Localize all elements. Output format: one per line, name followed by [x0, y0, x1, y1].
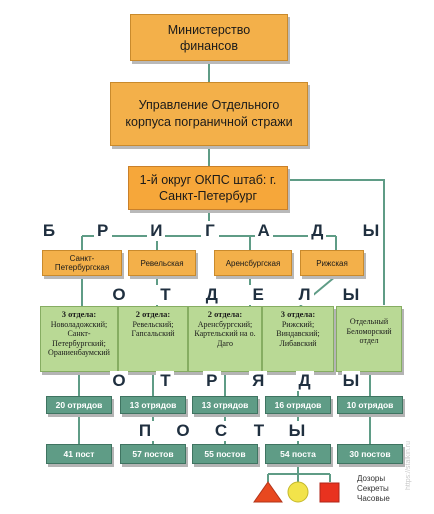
detachments-letter: О: [110, 371, 128, 391]
district-box: 1-й округ ОКПС штаб: г. Санкт-Петербург: [128, 166, 288, 210]
department-text: Новоладожский; Санкт-Петербургский; Оран…: [48, 319, 110, 358]
detachment-label: 10 отрядов: [346, 400, 394, 410]
posts-separator: П О С Т Ы: [136, 421, 306, 441]
department-head: 2 отдела:: [207, 309, 243, 319]
department-head: 2 отдела:: [135, 309, 171, 319]
ministry-box: Министерство финансов: [130, 14, 288, 61]
brigade-box: Санкт-Петербургская: [42, 250, 122, 276]
ministry-label: Министерство финансов: [167, 22, 251, 53]
brigade-box: Аренсбургская: [214, 250, 292, 276]
departments-letter: Е: [249, 285, 268, 305]
detachment-box: 10 отрядов: [337, 396, 403, 414]
brigades-letter: Р: [93, 221, 112, 241]
detachment-label: 16 отрядов: [274, 400, 322, 410]
posts-letter: Ы: [288, 421, 306, 441]
brigade-label: Аренсбургская: [225, 258, 281, 268]
triangle-icon: [253, 481, 283, 503]
department-box: 2 отдела: Аренсбургский; Картельский на …: [188, 306, 262, 372]
detachment-box: 13 отрядов: [192, 396, 258, 414]
departments-letter: Т: [156, 285, 175, 305]
brigade-label: Санкт-Петербургская: [54, 254, 110, 272]
legend-item: Дозоры: [357, 474, 386, 483]
posts-letter: О: [174, 421, 192, 441]
detachment-label: 13 отрядов: [129, 400, 177, 410]
posts-letter: П: [136, 421, 154, 441]
directorate-label: Управление Отдельного корпуса погранично…: [125, 98, 293, 129]
brigades-letter: Д: [308, 221, 327, 241]
department-head: 3 отдела:: [61, 309, 97, 319]
brigade-label: Рижская: [316, 258, 348, 268]
detachment-box: 13 отрядов: [120, 396, 186, 414]
department-box: Отдельный Беломорский отдел: [336, 306, 402, 372]
watermark: https://stalkin.ru: [405, 440, 412, 490]
department-text: Отдельный Беломорский отдел: [346, 317, 392, 345]
posts-label: 54 поста: [280, 449, 316, 459]
detachments-letter: Т: [156, 371, 175, 391]
legend-shapes: [253, 481, 340, 503]
departments-separator: О Т Д Е Л Ы: [110, 285, 360, 305]
detachment-label: 13 отрядов: [201, 400, 249, 410]
detachments-separator: О Т Р Я Д Ы: [110, 371, 360, 391]
posts-box: 55 постов: [192, 444, 258, 464]
brigade-box: Ревельская: [128, 250, 196, 276]
brigades-letter: А: [254, 221, 273, 241]
detachments-letter: Р: [202, 371, 221, 391]
brigade-label: Ревельская: [140, 258, 184, 268]
detachments-letter: Д: [295, 371, 314, 391]
posts-label: 55 постов: [204, 449, 246, 459]
posts-letter: С: [212, 421, 230, 441]
department-text: Аренсбургский; Картельский на о. Даго: [194, 319, 256, 348]
posts-box: 41 пост: [46, 444, 112, 464]
posts-letter: Т: [250, 421, 268, 441]
posts-label: 41 пост: [63, 449, 95, 459]
brigades-separator: Б Р И Г А Д Ы: [40, 221, 380, 241]
legend-item: Секреты: [357, 484, 389, 493]
detachments-letter: Ы: [341, 371, 360, 391]
circle-icon: [287, 481, 309, 503]
departments-letter: Л: [295, 285, 314, 305]
departments-letter: О: [110, 285, 128, 305]
department-box: 3 отдела: Рижский; Виндавский; Либавский: [262, 306, 334, 372]
district-label: 1-й округ ОКПС штаб: г. Санкт-Петербург: [139, 173, 277, 203]
posts-box: 30 постов: [337, 444, 403, 464]
brigades-letter: Ы: [361, 221, 380, 241]
square-icon: [319, 482, 340, 503]
detachments-letter: Я: [249, 371, 268, 391]
departments-letter: Ы: [341, 285, 360, 305]
department-box: 3 отдела: Новоладожский; Санкт-Петербург…: [40, 306, 118, 372]
department-head: 3 отдела:: [280, 309, 316, 319]
brigade-box: Рижская: [300, 250, 364, 276]
detachment-box: 20 отрядов: [46, 396, 112, 414]
posts-label: 57 постов: [132, 449, 174, 459]
posts-label: 30 постов: [349, 449, 391, 459]
brigades-letter: Б: [40, 221, 58, 241]
detachment-box: 16 отрядов: [265, 396, 331, 414]
brigades-letter: И: [147, 221, 166, 241]
posts-box: 54 поста: [265, 444, 331, 464]
departments-letter: Д: [202, 285, 221, 305]
department-box: 2 отдела: Ревельский; Гапсальский: [118, 306, 188, 372]
legend: Дозоры Секреты Часовые: [357, 474, 390, 504]
legend-item: Часовые: [357, 494, 390, 503]
directorate-box: Управление Отдельного корпуса погранично…: [110, 82, 308, 146]
brigades-letter: Г: [200, 221, 219, 241]
department-text: Рижский; Виндавский; Либавский: [276, 319, 320, 348]
detachment-label: 20 отрядов: [55, 400, 103, 410]
posts-box: 57 постов: [120, 444, 186, 464]
department-text: Ревельский; Гапсальский: [131, 319, 175, 339]
